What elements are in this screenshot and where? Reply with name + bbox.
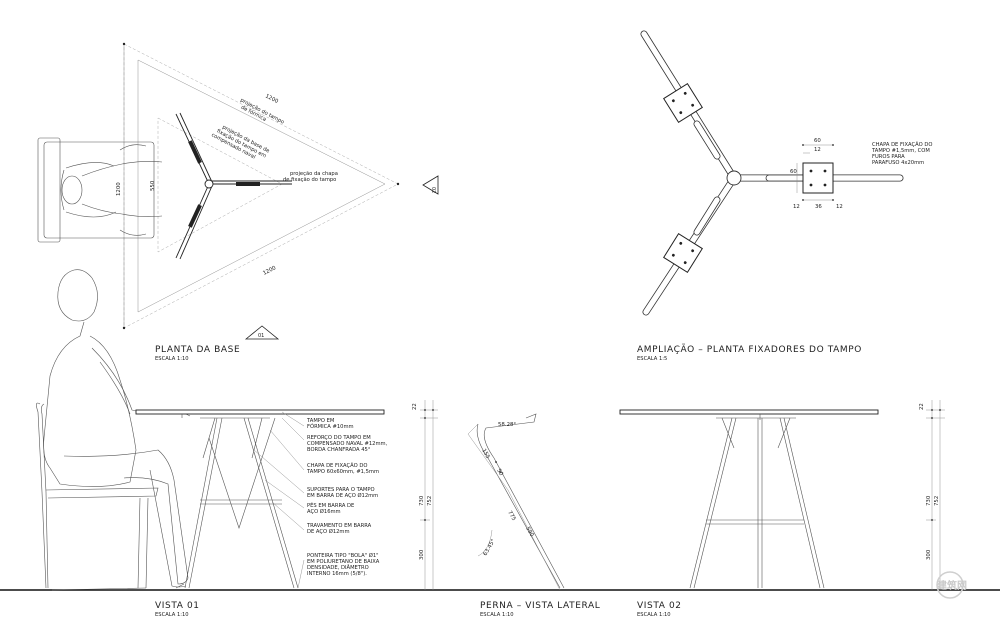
detail-title: AMPLIAÇÃO – PLANTA FIXADORES DO TAMPO [637,344,862,355]
svg-text:300: 300 [419,549,425,560]
svg-text:58.28°: 58.28° [498,422,516,428]
svg-text:DE AÇO Ø12mm: DE AÇO Ø12mm [307,528,350,535]
section-marker-01: 01 [244,325,280,340]
view2-dimensions: 22 730 752 300 [919,400,945,590]
section-marker-02: 02 [422,175,439,195]
dim-12-b: 12 [836,204,843,210]
view1-notes: TAMPO EM FÓRMICA #10mm REFORÇO DO TAMPO … [306,418,388,577]
svg-text:155: 155 [480,448,490,460]
svg-text:建筑网: 建筑网 [936,579,967,592]
svg-text:FUROS PARA: FUROS PARA [872,154,905,160]
fixing-plates [663,83,834,273]
svg-text:REFORÇO DO TAMPO EM: REFORÇO DO TAMPO EM [307,435,371,441]
watermark-logo: 建筑网 [936,571,967,599]
svg-text:752: 752 [427,496,433,506]
plan-base-scale: ESCALA 1:10 [155,356,189,362]
svg-text:590: 590 [524,526,535,538]
chair [36,402,159,591]
dim-12-top: 12 [814,147,821,153]
svg-text:PÉS EM BARRA DE: PÉS EM BARRA DE [307,501,354,509]
person-plan [37,137,163,243]
dim-1200-bottom: 1200 [262,265,277,277]
view2-title: VISTA 02 [637,601,682,611]
svg-text:SUPORTES PARA O TAMPO: SUPORTES PARA O TAMPO [307,487,375,493]
tabletop-inner-projection [137,59,386,313]
note-base: projeção da base de fixação do tampo em … [210,124,270,160]
note-chapa-2: de fixação do tampo [283,177,336,183]
detail-scale: ESCALA 1:5 [637,356,667,362]
view1: TAMPO EM FÓRMICA #10mm REFORÇO DO TAMPO … [36,269,438,618]
view2: 22 730 752 300 VISTA 02 ESCALA 1:10 [619,400,945,618]
tabletop-projection [123,43,399,329]
leg-view: 58.28° 155 50 775 590 63.45° PERNA – VIS… [467,413,600,618]
plan-base-view: 1200 1200 1200 550 projeção do tampo de … [37,42,439,362]
svg-text:AÇO Ø16mm: AÇO Ø16mm [307,508,341,515]
dim-550: 550 [150,180,156,191]
svg-text:752: 752 [934,496,940,506]
svg-text:50: 50 [495,468,504,477]
svg-text:300: 300 [926,549,932,560]
view1-title: VISTA 01 [155,601,200,611]
svg-text:TAMPO #1,5mm, COM: TAMPO #1,5mm, COM [871,148,930,154]
svg-text:730: 730 [419,495,425,506]
corner-dot [396,182,400,186]
svg-text:EM POLIURETANO DE BAIXA: EM POLIURETANO DE BAIXA [307,559,380,565]
svg-text:730: 730 [926,495,932,506]
detail-rods [640,30,904,316]
svg-text:COMPENSADO NAVAL #12mm,: COMPENSADO NAVAL #12mm, [307,441,388,447]
base-projection [157,117,283,253]
dim-1200-top: 1200 [264,93,279,105]
note-tampo: projeção do tampo de fórmica [239,97,285,125]
base-arms [175,112,292,260]
svg-text:PONTEIRA TIPO "BOLA" Ø1": PONTEIRA TIPO "BOLA" Ø1" [307,552,379,559]
view2-scale: ESCALA 1:10 [637,612,671,618]
dim-1200-side: 1200 [116,182,122,196]
svg-text:63.45°: 63.45° [483,538,497,557]
svg-text:TAMPO EM: TAMPO EM [306,418,334,424]
svg-text:22: 22 [412,403,418,410]
svg-text:DENSIDADE, DIÂMETRO: DENSIDADE, DIÂMETRO [307,564,369,571]
svg-text:EM BARRA DE AÇO Ø12mm: EM BARRA DE AÇO Ø12mm [307,492,378,499]
svg-text:01: 01 [258,333,264,339]
dim-12-a: 12 [793,204,800,210]
view1-leaders [253,411,305,589]
svg-text:775: 775 [506,510,516,522]
svg-text:02: 02 [430,187,436,193]
corner-dot [122,42,126,46]
svg-text:BORDA CHANFRADA 45°: BORDA CHANFRADA 45° [307,447,371,453]
table-view1 [135,409,385,589]
corner-dot [122,326,126,330]
leg-scale: ESCALA 1:10 [480,612,514,618]
seated-person [43,269,191,589]
view1-dimensions: 22 730 752 300 [412,400,438,590]
svg-text:FÓRMICA #10mm: FÓRMICA #10mm [307,423,354,430]
svg-text:PARAFUSO 4x20mm: PARAFUSO 4x20mm [872,160,924,166]
view1-scale: ESCALA 1:10 [155,612,189,618]
detail-note: CHAPA DE FIXAÇÃO DO TAMPO #1,5mm, COM FU… [871,141,932,166]
svg-text:INTERNO 16mm (5/8").: INTERNO 16mm (5/8"). [307,571,367,577]
detail-view: 60 12 60 12 36 12 CHAPA DE FIXAÇÃO DO TA… [637,30,932,362]
svg-text:TAMPO 60x60mm, #1,5mm: TAMPO 60x60mm, #1,5mm [306,469,379,475]
svg-text:22: 22 [919,403,925,410]
dim-36: 36 [815,204,822,210]
leg-title: PERNA – VISTA LATERAL [480,601,600,611]
plan-base-title: PLANTA DA BASE [155,345,240,355]
dim-60-left: 60 [790,169,797,175]
svg-text:TRAVAMENTO EM BARRA: TRAVAMENTO EM BARRA [306,523,372,529]
note-chapa-1: projeção da chapa [290,171,338,177]
detail-dimensions: 60 12 60 12 36 12 [790,138,843,210]
svg-text:CHAPA DE FIXAÇÃO DO: CHAPA DE FIXAÇÃO DO [872,141,932,148]
svg-text:CHAPA DE FIXAÇÃO DO: CHAPA DE FIXAÇÃO DO [307,462,367,469]
dim-60-top: 60 [814,138,821,144]
